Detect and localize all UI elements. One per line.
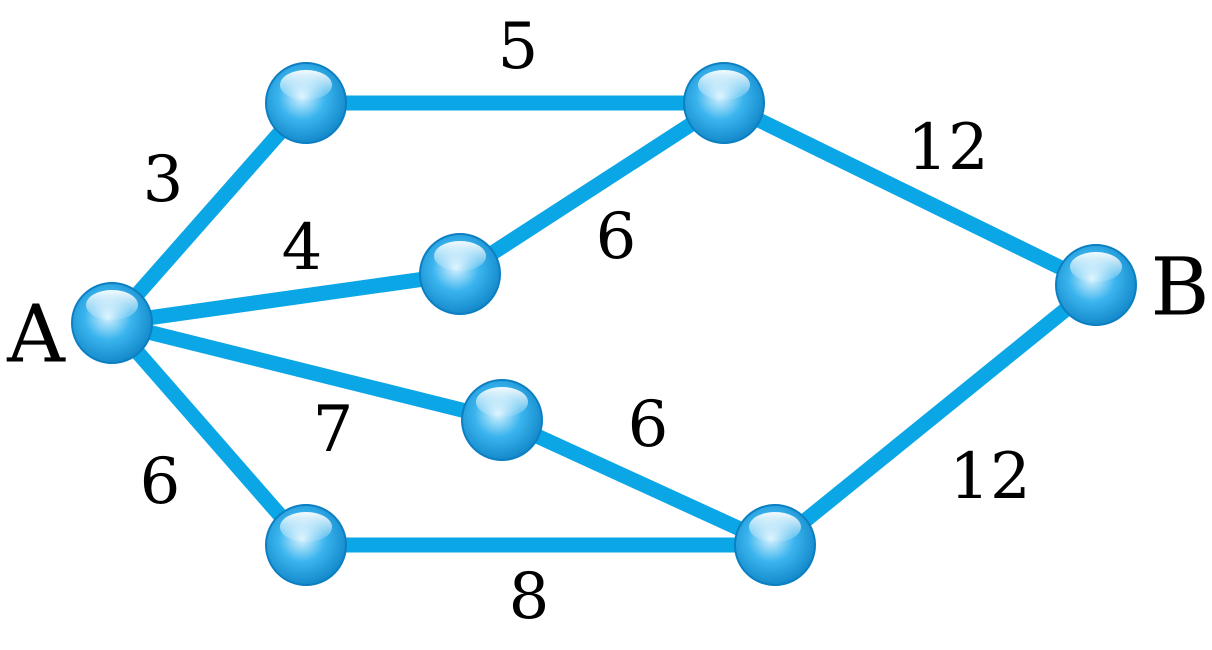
node-highlight-n6 <box>749 512 801 542</box>
nodes-layer <box>71 62 1137 586</box>
edge-weight-n5-n6: 8 <box>509 560 550 634</box>
edge-weight-n3-n2: 6 <box>596 200 637 274</box>
node-n4 <box>461 379 543 461</box>
node-highlight-n1 <box>280 70 332 100</box>
node-highlight-n4 <box>476 387 528 417</box>
edge-weights-layer: 3 5 12 4 6 7 6 6 8 12 <box>140 10 1031 634</box>
node-highlight-A <box>86 290 138 320</box>
node-B <box>1055 244 1137 326</box>
node-n3 <box>419 233 501 315</box>
node-label-A: A <box>6 288 66 381</box>
node-n6 <box>734 504 816 586</box>
edge-weight-A-n5: 6 <box>140 445 181 519</box>
node-label-B: B <box>1151 241 1210 334</box>
node-highlight-n2 <box>698 70 750 100</box>
edge-weight-n1-n2: 5 <box>498 10 539 84</box>
edge-n4-n6 <box>494 412 783 553</box>
edge-weight-A-n4: 7 <box>313 393 354 467</box>
edge-weight-A-n1: 3 <box>143 143 184 217</box>
edge-A-n1 <box>104 95 314 331</box>
node-n5 <box>265 504 347 586</box>
edge-n2-B <box>716 95 1104 293</box>
edge-weight-n2-B: 12 <box>907 111 988 185</box>
edge-n3-n2 <box>452 95 732 282</box>
node-highlight-n5 <box>280 512 332 542</box>
edge-weight-n6-B: 12 <box>949 440 1030 514</box>
edge-A-n4 <box>104 315 510 428</box>
edges-layer <box>104 95 1104 553</box>
node-A <box>71 282 153 364</box>
node-labels-layer: AB <box>6 241 1209 381</box>
node-highlight-B <box>1070 252 1122 282</box>
edge-weight-A-n3: 4 <box>282 211 323 285</box>
edge-weight-n4-n6: 6 <box>628 388 669 462</box>
node-highlight-n3 <box>434 241 486 271</box>
node-n1 <box>265 62 347 144</box>
edge-A-n5 <box>104 315 314 553</box>
node-n2 <box>683 62 765 144</box>
edge-n6-B <box>767 277 1104 553</box>
edge-A-n3 <box>104 266 468 331</box>
